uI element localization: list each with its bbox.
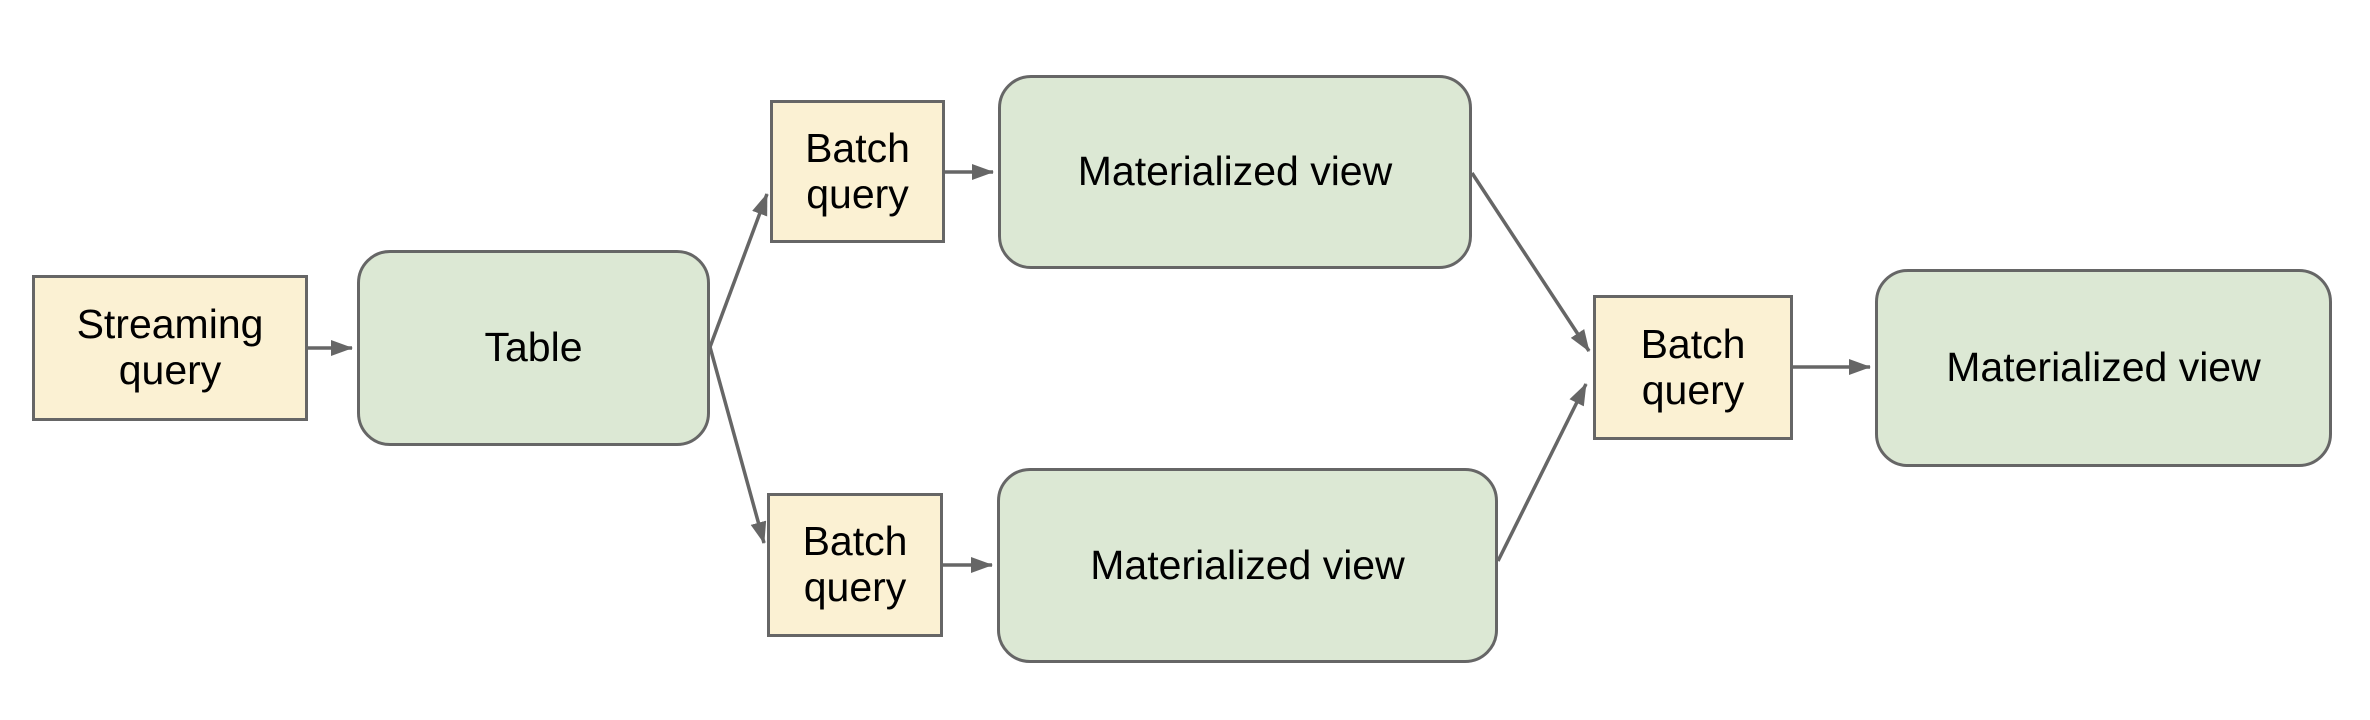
node-table: Table bbox=[357, 250, 710, 446]
node-materialized-view-bottom-label: Materialized view bbox=[1090, 541, 1405, 588]
connector-table-to-batch-top bbox=[708, 193, 769, 348]
node-batch-query-bottom: Batch query bbox=[767, 493, 943, 637]
node-batch-query-final: Batch query bbox=[1593, 295, 1793, 440]
node-batch-query-top-label: Batch query bbox=[805, 124, 910, 217]
node-streaming-query: Streaming query bbox=[32, 275, 308, 421]
connector-mv-top-to-batch-final bbox=[1470, 172, 1591, 352]
node-materialized-view-final-label: Materialized view bbox=[1946, 344, 2261, 391]
node-streaming-query-label: Streaming query bbox=[76, 301, 264, 393]
node-batch-query-bottom-label: Batch query bbox=[802, 518, 908, 610]
node-materialized-view-bottom: Materialized view bbox=[997, 468, 1498, 663]
node-materialized-view-top: Materialized view bbox=[998, 75, 1472, 269]
connector-mv-bottom-to-batch-final bbox=[1496, 383, 1588, 562]
node-table-label: Table bbox=[484, 324, 583, 371]
node-materialized-view-final: Materialized view bbox=[1875, 269, 2332, 467]
node-batch-query-top: Batch query bbox=[770, 100, 945, 243]
node-materialized-view-top-label: Materialized view bbox=[1077, 148, 1393, 195]
node-batch-query-final-label: Batch query bbox=[1640, 320, 1746, 413]
connector-table-to-batch-bottom bbox=[708, 346, 767, 544]
